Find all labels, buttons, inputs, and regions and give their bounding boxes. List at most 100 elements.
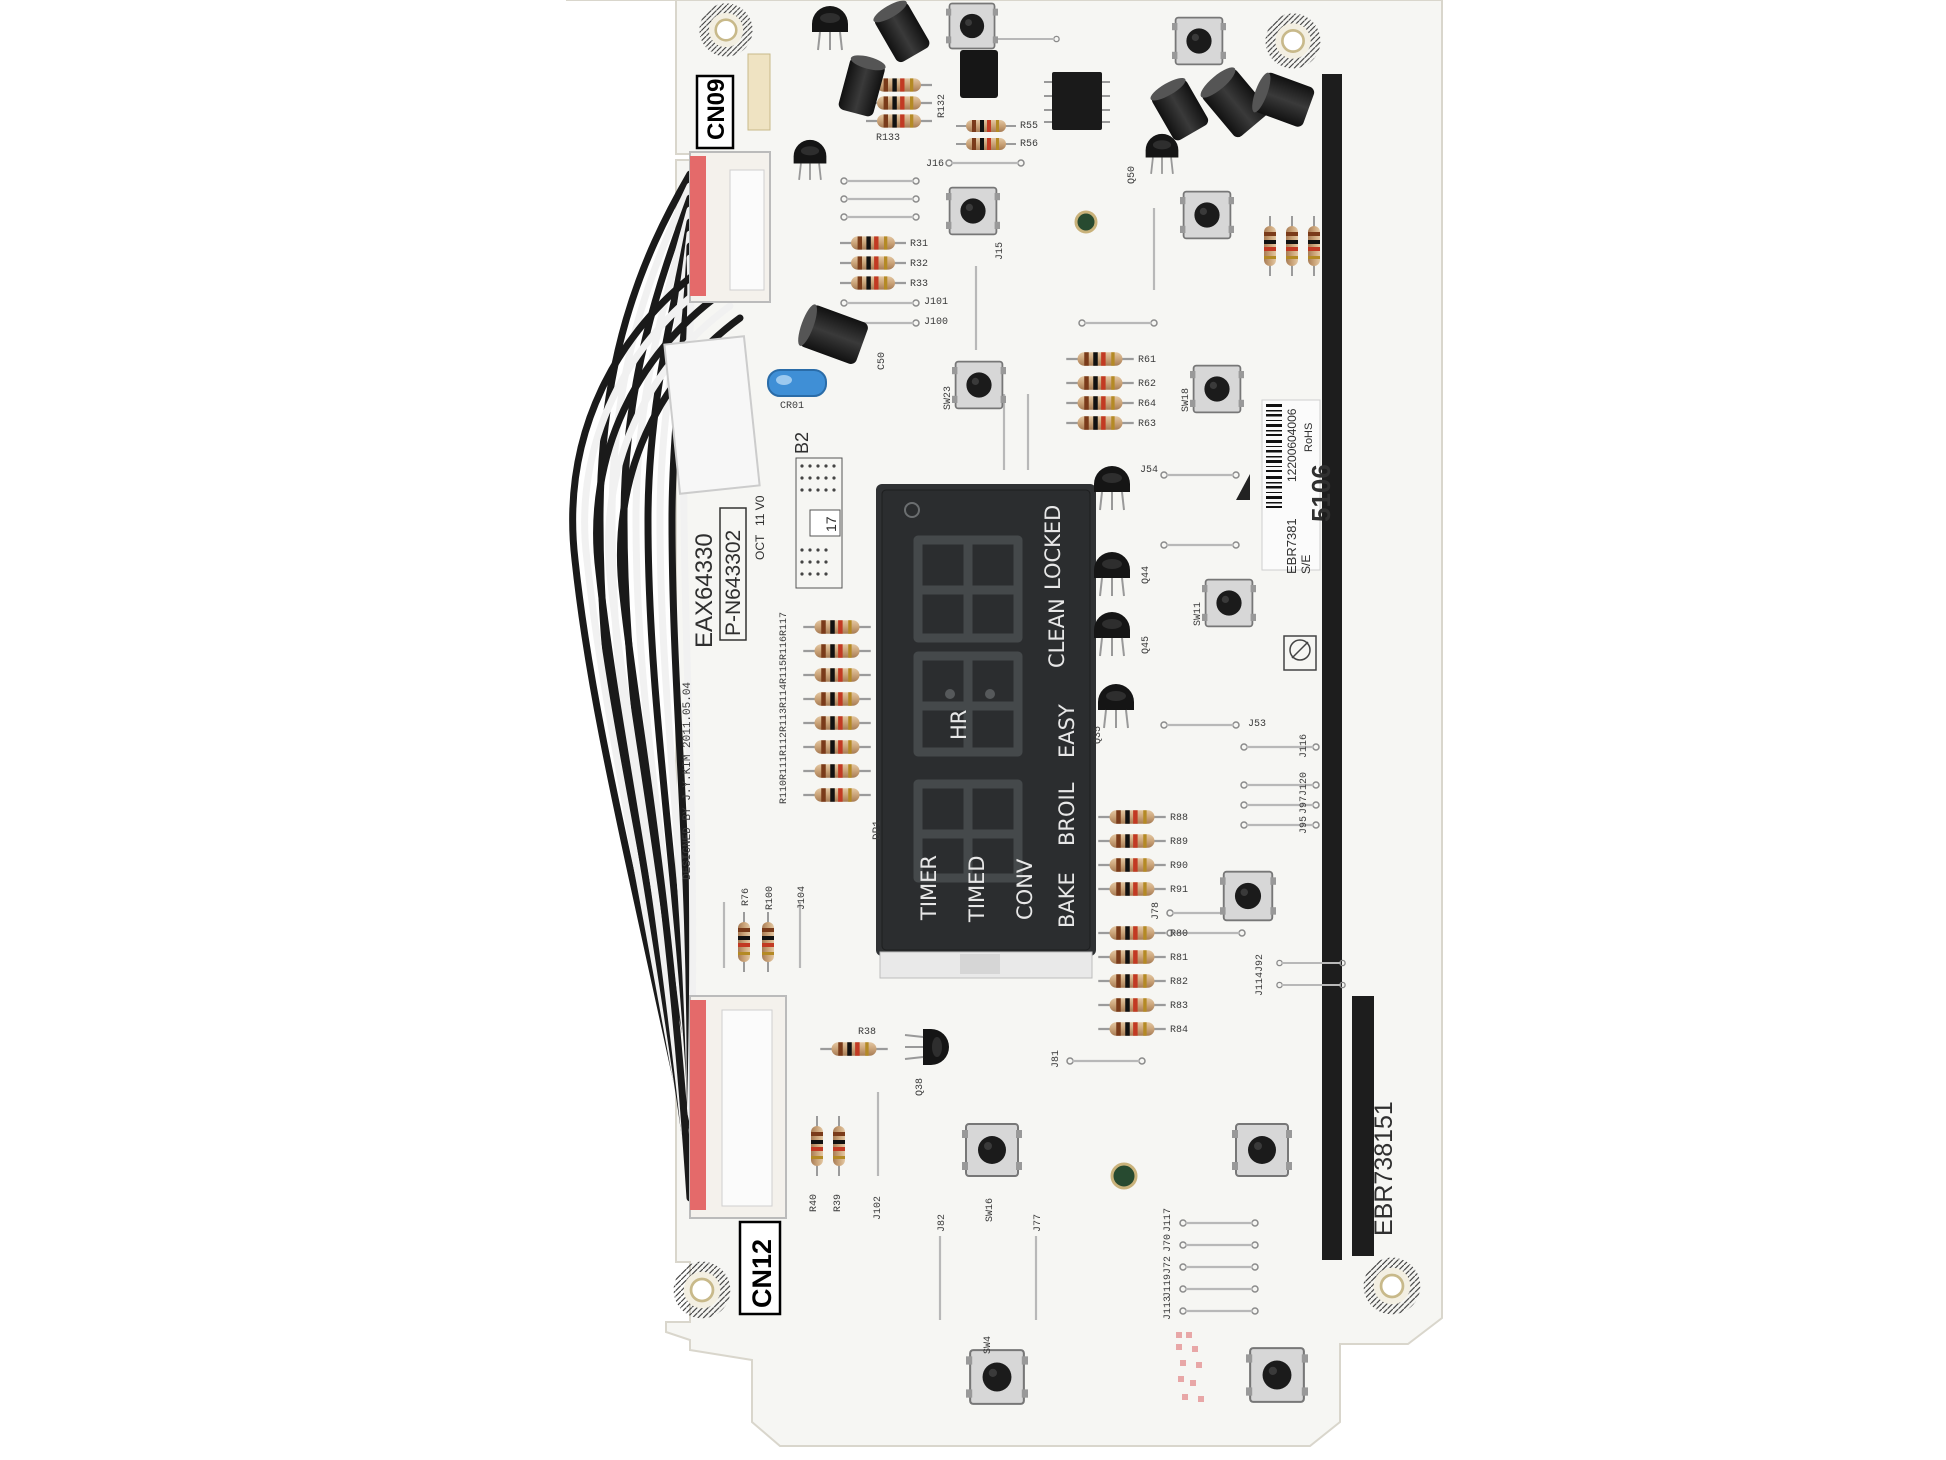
label-j104: J104: [797, 886, 808, 910]
digit-3: [913, 779, 1023, 883]
label-r112: R112: [779, 732, 790, 756]
label-j81: J81: [1051, 1050, 1062, 1068]
label-sw16: SW16: [985, 1198, 996, 1222]
tact-switch-sw4: [966, 1349, 1028, 1405]
tact-switch-2: [1172, 16, 1226, 66]
label-r113: R113: [779, 708, 790, 732]
label-q44: Q44: [1141, 566, 1152, 584]
tag-cn09: CN09: [695, 74, 735, 150]
label-j120: J120: [1299, 772, 1310, 796]
label-j113: J113: [1163, 1296, 1174, 1320]
tact-switch-6: [1232, 1123, 1292, 1177]
label-q38: Q38: [915, 1078, 926, 1096]
label-r61: R61: [1138, 355, 1156, 366]
triangle-marker: [1236, 474, 1250, 500]
voltage-regulator: [960, 50, 998, 98]
tact-switch-5: [1220, 870, 1276, 922]
label-r82: R82: [1170, 977, 1188, 988]
tact-switch-7: [1246, 1347, 1308, 1403]
red-marks: [1176, 1332, 1204, 1402]
tact-switch-sw16: [962, 1123, 1022, 1177]
pb-free-symbol: [1283, 635, 1317, 671]
mount-hole-bottom-right: [1362, 1256, 1422, 1316]
label-r117: R117: [779, 612, 790, 636]
b2-mark: B2: [792, 432, 812, 454]
model-code: EAX64330: [691, 533, 718, 648]
label-locked: LOCKED: [1041, 505, 1065, 590]
label-j116: J116: [1299, 734, 1310, 758]
ref-labels: R38 R40 R39 J102 J82 J77 J81 SW16 SW4 SW…: [741, 94, 1310, 1354]
label-j95: J95: [1299, 816, 1310, 834]
oct-mark: OCT: [753, 534, 767, 560]
label-r62: R62: [1138, 379, 1156, 390]
label-timer: TIMER: [917, 855, 941, 921]
label-j70: J70: [1163, 1234, 1174, 1252]
label-cr01: CR01: [780, 401, 804, 412]
test-pad-grid: 17: [795, 457, 843, 589]
label-q35: Q35: [1093, 726, 1104, 744]
colon-dot-1: [945, 689, 955, 699]
tact-switch-sw23: [952, 360, 1006, 410]
digit-1: [913, 535, 1023, 643]
pn-code: P-N643302: [722, 530, 745, 636]
label-j78: J78: [1151, 902, 1162, 920]
dp1-label: DP1: [872, 820, 884, 840]
seventeen-mark: 17: [823, 516, 839, 532]
label-r114: R114: [779, 684, 790, 708]
connector-bottom: [689, 995, 787, 1219]
label-r83: R83: [1170, 1001, 1188, 1012]
label-r133: R133: [876, 133, 900, 144]
ground-stripe-bottom: [1352, 996, 1374, 1256]
label-r33: R33: [910, 279, 928, 290]
ground-stripe: [1322, 74, 1342, 1260]
label-j77: J77: [1033, 1214, 1044, 1232]
label-j97: J97: [1299, 796, 1310, 814]
jumper-wires-vertical: [722, 208, 1156, 1320]
label-conv: CONV: [1013, 858, 1037, 920]
sticker-line1: EBR7381: [1284, 518, 1299, 574]
tag-cn12: CN12: [738, 1220, 782, 1316]
ceramic-resonator: [767, 369, 827, 397]
via-hole-top: [1074, 210, 1098, 234]
label-j117: J117: [1163, 1208, 1174, 1232]
tact-switch-sw11: [1202, 578, 1256, 628]
connector-side: [663, 335, 761, 495]
via-hole-bottom: [1110, 1162, 1138, 1190]
label-r80: R80: [1170, 929, 1188, 940]
label-r76: R76: [741, 888, 752, 906]
label-r64: R64: [1138, 399, 1156, 410]
tact-switch-3: [946, 186, 1000, 236]
label-c50: C50: [877, 352, 888, 370]
label-j54: J54: [1140, 465, 1158, 476]
digit-2: [913, 651, 1023, 757]
display-digits: [913, 535, 1023, 883]
label-r88: R88: [1170, 813, 1188, 824]
label-clean: CLEAN: [1045, 598, 1069, 668]
label-r38: R38: [858, 1027, 876, 1038]
label-j101: J101: [924, 297, 948, 308]
label-r39: R39: [833, 1194, 844, 1212]
label-r40: R40: [809, 1194, 820, 1212]
pn-box: P-N643302: [719, 507, 747, 641]
label-r55: R55: [1020, 121, 1038, 132]
label-bake: BAKE: [1055, 872, 1079, 928]
label-r91: R91: [1170, 885, 1188, 896]
colon-dot-2: [985, 689, 995, 699]
tact-switch-1: [946, 2, 998, 50]
electrolytic-capacitors: [798, 0, 1315, 364]
label-sw4: SW4: [983, 1336, 994, 1354]
part-number-vertical: EBR738151: [1370, 1101, 1398, 1236]
label-sw23: SW23: [943, 386, 954, 410]
label-r116: R116: [779, 636, 790, 660]
mount-hole-top-right: [1264, 12, 1322, 70]
sticker-serial: 12200604006: [1285, 408, 1299, 482]
mount-hole-top-left: [698, 2, 754, 58]
label-r31: R31: [910, 239, 928, 250]
mount-hole-bottom-left: [672, 1260, 732, 1320]
barcode: [1266, 404, 1282, 508]
hr-label: HR: [947, 710, 971, 740]
tact-switch-sw18: [1190, 364, 1244, 414]
label-timed: TIMED: [965, 855, 989, 923]
